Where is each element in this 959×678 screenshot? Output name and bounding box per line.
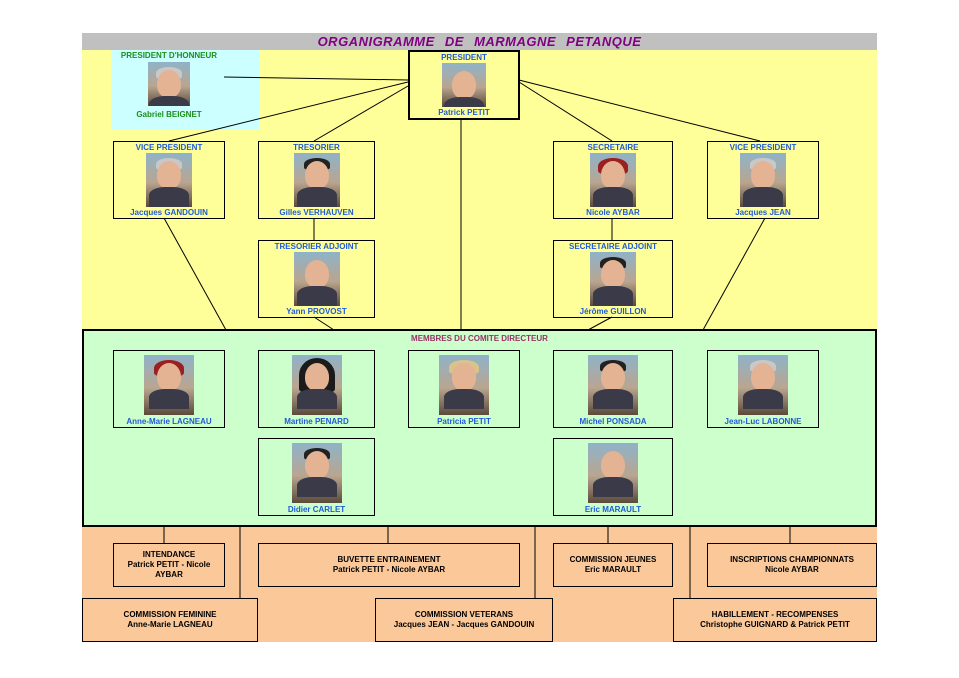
commission-habillement: HABILLEMENT - RECOMPENSES Christophe GUI…	[673, 598, 877, 642]
vice-president-name: Jacques GANDOUIN	[130, 208, 208, 217]
member-name: Eric MARAULT	[584, 505, 642, 514]
tresorier-role: TRESORIER	[293, 143, 340, 152]
president-role: PRESIDENT	[441, 53, 487, 62]
member-name: Patricia PETIT	[437, 417, 491, 426]
member-name: Michel PONSADA	[579, 417, 647, 426]
member-photo	[144, 355, 194, 415]
page-title: ORGANIGRAMME DE MARMAGNE PETANQUE	[82, 33, 877, 50]
comite-member-card: Didier CARLET	[258, 438, 375, 516]
commission-title: HABILLEMENT - RECOMPENSES	[711, 610, 839, 619]
commission-title: COMMISSION JEUNES	[569, 555, 657, 564]
secretaire-role: SECRETAIRE	[587, 143, 639, 152]
vice-president-2-photo	[740, 153, 786, 207]
honorary-photo	[148, 62, 190, 106]
vice-president-photo	[146, 153, 192, 207]
comite-member-card: Anne-Marie LAGNEAU	[113, 350, 225, 428]
commission-inscriptions: INSCRIPTIONS CHAMPIONNATS Nicole AYBAR	[707, 543, 877, 587]
commission-jeunes: COMMISSION JEUNES Eric MARAULT	[553, 543, 673, 587]
member-photo	[439, 355, 489, 415]
member-photo	[588, 443, 638, 503]
commission-title: INTENDANCE	[142, 550, 196, 559]
comite-member-card: Eric MARAULT	[553, 438, 673, 516]
commission-members: Patrick PETIT - Nicole AYBAR	[127, 560, 211, 579]
member-photo	[738, 355, 788, 415]
honorary-president-card: PRESIDENT D'HONNEUR Gabriel BEIGNET	[113, 50, 225, 120]
president-photo	[442, 63, 486, 107]
tresorier-adjoint-role: TRESORIER ADJOINT	[274, 242, 359, 251]
honorary-name: Gabriel BEIGNET	[136, 110, 202, 119]
member-name: Martine PENARD	[284, 417, 349, 426]
vice-president-2-card: VICE PRESIDENT Jacques JEAN	[707, 141, 819, 219]
commission-feminine: COMMISSION FEMININE Anne-Marie LAGNEAU	[82, 598, 258, 642]
vice-president-2-role: VICE PRESIDENT	[729, 143, 797, 152]
tresorier-adjoint-photo	[293, 252, 340, 306]
member-name: Anne-Marie LAGNEAU	[126, 417, 212, 426]
secretaire-card: SECRETAIRE Nicole AYBAR	[553, 141, 673, 219]
comite-member-card: Michel PONSADA	[553, 350, 673, 428]
secretaire-adjoint-role: SECRETAIRE ADJOINT	[568, 242, 657, 251]
commission-title: INSCRIPTIONS CHAMPIONNATS	[730, 555, 854, 564]
commission-members: Christophe GUIGNARD & Patrick PETIT	[700, 620, 850, 629]
commission-title: BUVETTE ENTRAINEMENT	[337, 555, 441, 564]
secretaire-adjoint-name: Jérôme GUILLON	[579, 307, 647, 316]
commission-intendance: INTENDANCE Patrick PETIT - Nicole AYBAR	[113, 543, 225, 587]
honorary-role: PRESIDENT D'HONNEUR	[120, 51, 218, 60]
member-photo	[291, 443, 342, 503]
tresorier-name: Gilles VERHAUVEN	[279, 208, 354, 217]
comite-member-card: Patricia PETIT	[408, 350, 520, 428]
tresorier-adjoint-card: TRESORIER ADJOINT Yann PROVOST	[258, 240, 375, 318]
tresorier-photo	[293, 153, 340, 207]
commission-members: Nicole AYBAR	[765, 565, 819, 574]
commission-members: Jacques JEAN - Jacques GANDOUIN	[393, 620, 535, 629]
secretaire-adjoint-photo	[590, 252, 636, 306]
president-name: Patrick PETIT	[438, 108, 490, 117]
member-photo	[291, 355, 342, 415]
commission-title: COMMISSION VETERANS	[414, 610, 514, 619]
vice-president-card: VICE PRESIDENT Jacques GANDOUIN	[113, 141, 225, 219]
member-name: Jean-Luc LABONNE	[724, 417, 802, 426]
member-name: Didier CARLET	[287, 505, 346, 514]
tresorier-card: TRESORIER Gilles VERHAUVEN	[258, 141, 375, 219]
comite-member-card: Jean-Luc LABONNE	[707, 350, 819, 428]
commission-members: Anne-Marie LAGNEAU	[127, 620, 213, 629]
member-photo	[588, 355, 638, 415]
secretaire-name: Nicole AYBAR	[586, 208, 640, 217]
comite-title: MEMBRES DU COMITE DIRECTEUR	[411, 334, 548, 343]
commission-members: Patrick PETIT - Nicole AYBAR	[332, 565, 446, 574]
commission-buvette: BUVETTE ENTRAINEMENT Patrick PETIT - Nic…	[258, 543, 520, 587]
tresorier-adjoint-name: Yann PROVOST	[286, 307, 347, 316]
commission-title: COMMISSION FEMININE	[123, 610, 217, 619]
comite-member-card: Martine PENARD	[258, 350, 375, 428]
vice-president-2-name: Jacques JEAN	[735, 208, 791, 217]
commission-members: Eric MARAULT	[584, 565, 642, 574]
secretaire-adjoint-card: SECRETAIRE ADJOINT Jérôme GUILLON	[553, 240, 673, 318]
president-card: PRESIDENT Patrick PETIT	[408, 50, 520, 120]
commission-veterans: COMMISSION VETERANS Jacques JEAN - Jacqu…	[375, 598, 553, 642]
secretaire-photo	[590, 153, 636, 207]
vice-president-role: VICE PRESIDENT	[135, 143, 203, 152]
